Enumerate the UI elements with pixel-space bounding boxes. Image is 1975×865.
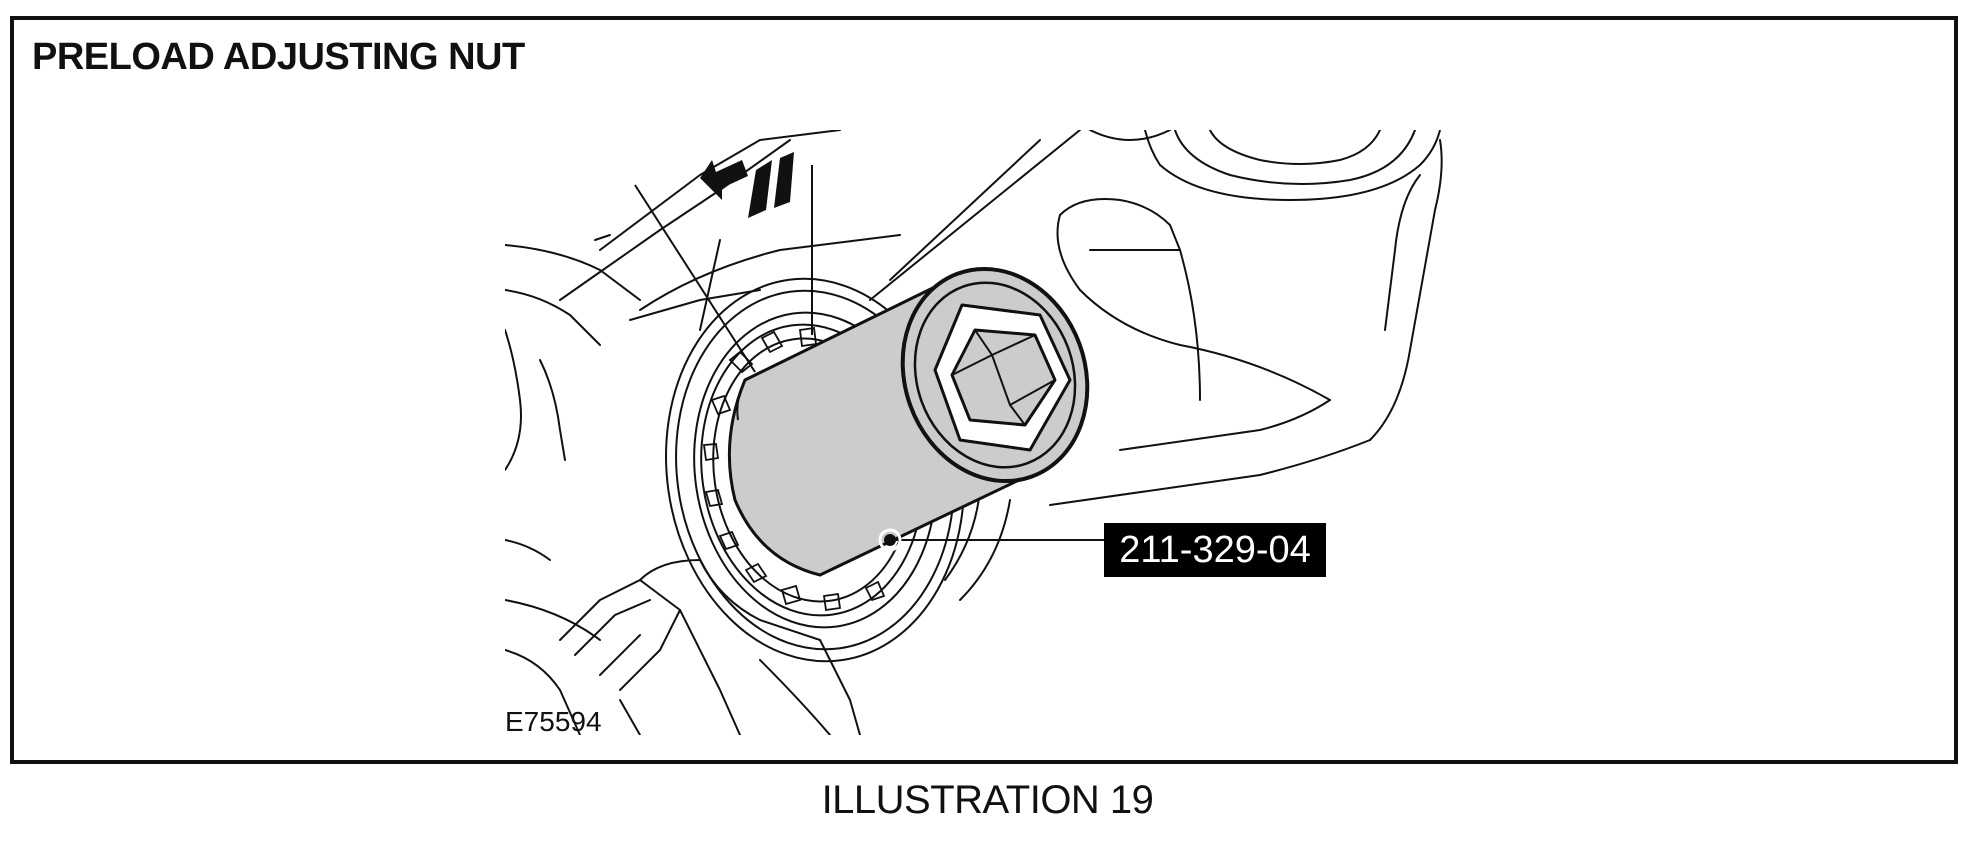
housing-linework <box>505 130 1443 735</box>
callout-dot-ring <box>878 528 902 552</box>
illustration-caption: ILLUSTRATION 19 <box>821 778 1154 822</box>
special-tool-socket <box>727 266 1090 577</box>
illustration-title: PRELOAD ADJUSTING NUT <box>32 36 525 78</box>
rotation-arrow-icon <box>700 152 794 218</box>
leader-lines <box>634 165 1104 541</box>
tool-number-callout: 211-329-04 <box>1104 523 1326 577</box>
figure-id: E75594 <box>505 706 602 737</box>
callout-dot <box>884 534 896 546</box>
